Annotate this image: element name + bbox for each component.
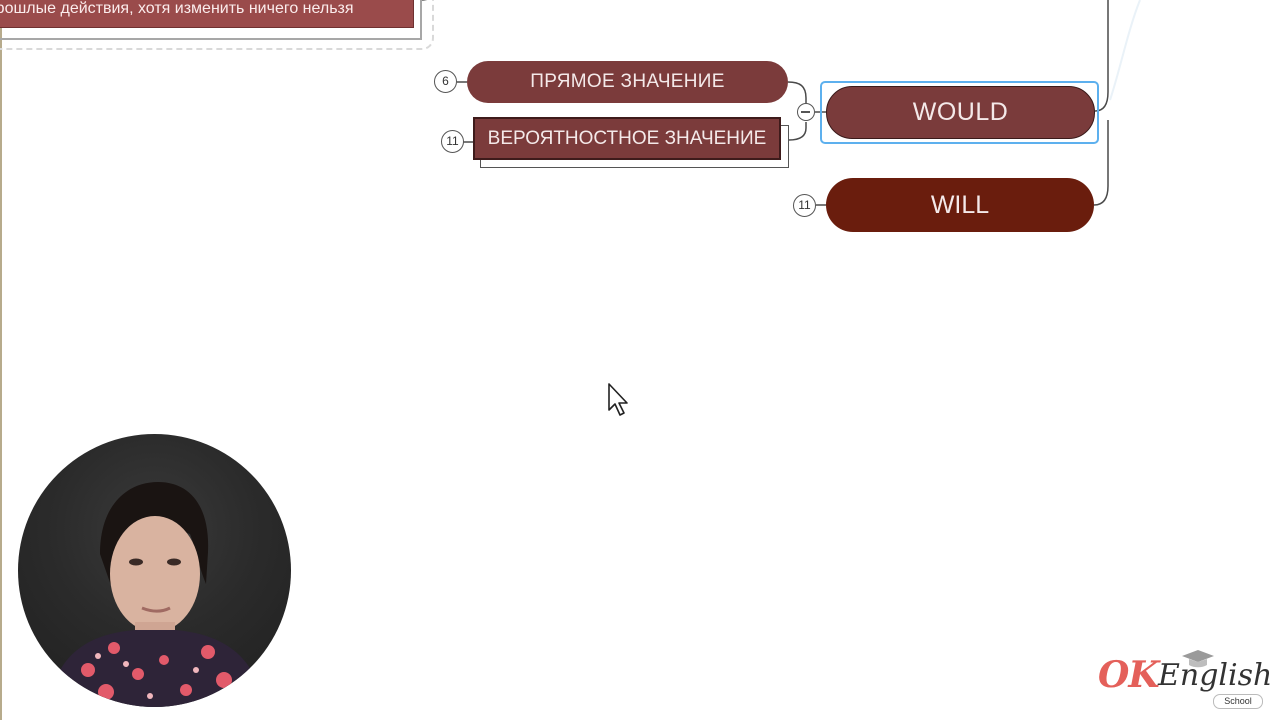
presenter-webcam [18,434,291,707]
arrow-cursor-icon [608,383,628,416]
ok-english-logo: OK English School [1096,648,1272,710]
canvas-left-border [0,0,2,720]
note-count-badge[interactable]: 6 [434,70,457,93]
topic-direct-meaning[interactable]: ПРЯМОЕ ЗНАЧЕНИЕ [467,61,788,103]
topic-direct-meaning-label: ПРЯМОЕ ЗНАЧЕНИЕ [530,71,725,92]
topic-will-label: WILL [930,191,990,219]
collapse-minus-icon[interactable] [797,103,815,121]
topic-past-actions-label: прошлые действия, хотя изменить ничего н… [0,0,354,17]
logo-ok-text: OK [1098,654,1160,696]
selection-frame [820,81,1099,144]
note-count-badge[interactable]: 11 [793,194,816,217]
topic-would-label: WOULD [912,98,1009,126]
topic-group-dashed-frame [0,0,434,50]
graduation-cap-icon [1182,650,1214,668]
topic-past-actions[interactable]: прошлые действия, хотя изменить ничего н… [0,0,414,28]
note-count-badge[interactable]: 11 [441,130,464,153]
topic-probable-meaning[interactable]: ВЕРОЯТНОСТНОЕ ЗНАЧЕНИЕ [473,117,781,160]
presenter-figure-icon [48,482,264,707]
topic-boundary [0,0,422,40]
logo-english-text: English [1158,658,1273,693]
topic-will[interactable]: WILL [826,178,1094,232]
logo-school-badge: School [1213,694,1263,709]
topic-probable-meaning-label: ВЕРОЯТНОСТНОЕ ЗНАЧЕНИЕ [487,128,767,149]
topic-would[interactable]: WOULD [826,86,1095,139]
